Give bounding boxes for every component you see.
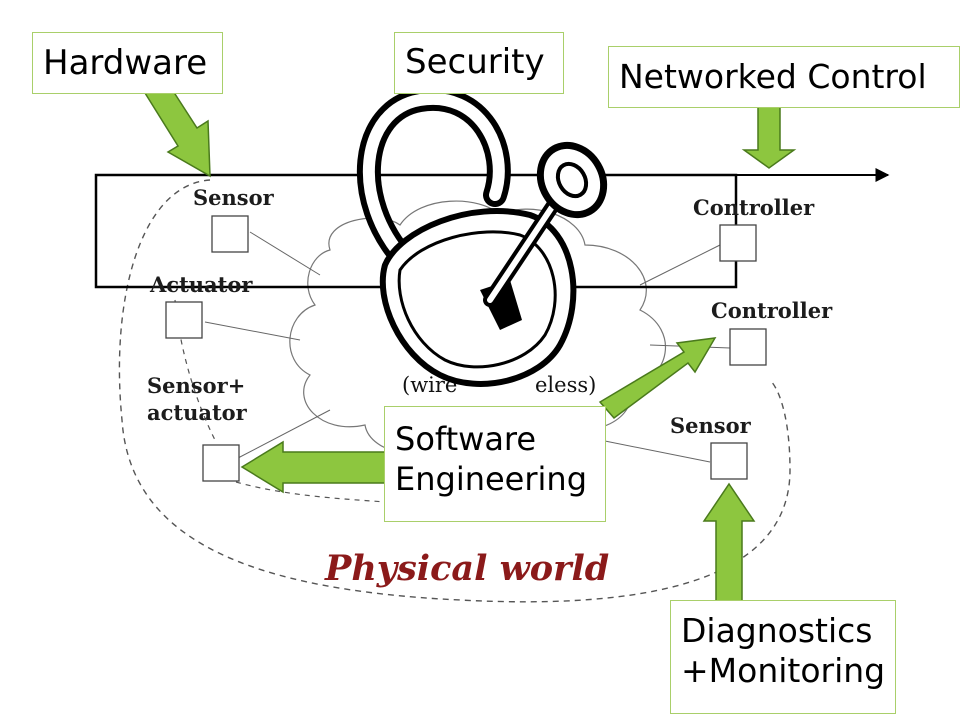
physical-world-label: Physical world bbox=[324, 548, 609, 589]
security-label: Security bbox=[405, 42, 545, 82]
networked-control-arrow bbox=[741, 106, 797, 169]
sensor-top-square bbox=[211, 215, 249, 253]
diagnostics-label-line1: Diagnostics bbox=[681, 611, 873, 650]
software-label-line2: Engineering bbox=[395, 460, 587, 498]
hardware-label: Hardware bbox=[43, 43, 208, 83]
physical-world-boundary bbox=[118, 179, 791, 603]
inner-dashed-loop bbox=[174, 299, 216, 441]
label-sensor-top: Sensor bbox=[193, 185, 275, 210]
software-engineering-left-arrow bbox=[240, 440, 386, 494]
network-label-right: eless) bbox=[535, 373, 596, 397]
networked-control-label: Networked Control bbox=[619, 57, 927, 96]
diagnostics-label-line2: +Monitoring bbox=[681, 651, 886, 690]
hardware-box: Hardware bbox=[32, 32, 223, 94]
label-controller-top: Controller bbox=[693, 195, 815, 220]
diagnostics-box: Diagnostics +Monitoring bbox=[670, 600, 896, 714]
label-sensor-actuator-1: Sensor+ bbox=[147, 373, 245, 398]
software-engineering-box: Software Engineering bbox=[384, 406, 606, 522]
link-sensor-right bbox=[599, 439, 711, 463]
label-sensor-right: Sensor bbox=[670, 413, 752, 438]
sensor-actuator-square bbox=[202, 444, 240, 482]
hardware-arrow bbox=[143, 78, 211, 178]
controller-mid-square bbox=[729, 328, 767, 366]
software-engineering-up-arrow bbox=[598, 337, 717, 420]
label-sensor-actuator-2: actuator bbox=[147, 400, 248, 425]
lower-dashed-loop bbox=[235, 481, 421, 506]
networked-control-box: Networked Control bbox=[608, 46, 960, 108]
padlock-key-icon bbox=[356, 86, 608, 387]
link-controller-top bbox=[639, 244, 721, 286]
label-actuator: Actuator bbox=[149, 272, 253, 297]
link-sensor-actuator bbox=[237, 409, 331, 459]
controller-top-square bbox=[719, 224, 757, 262]
link-sensor-top bbox=[249, 231, 321, 276]
diagnostics-arrow bbox=[702, 482, 756, 603]
link-actuator bbox=[204, 321, 301, 341]
software-label-line1: Software bbox=[395, 420, 537, 458]
security-box: Security bbox=[394, 32, 564, 94]
label-controller-mid: Controller bbox=[711, 298, 833, 323]
sensor-right-square bbox=[710, 442, 748, 480]
actuator-square bbox=[165, 301, 203, 339]
arrow-icon bbox=[143, 78, 797, 603]
